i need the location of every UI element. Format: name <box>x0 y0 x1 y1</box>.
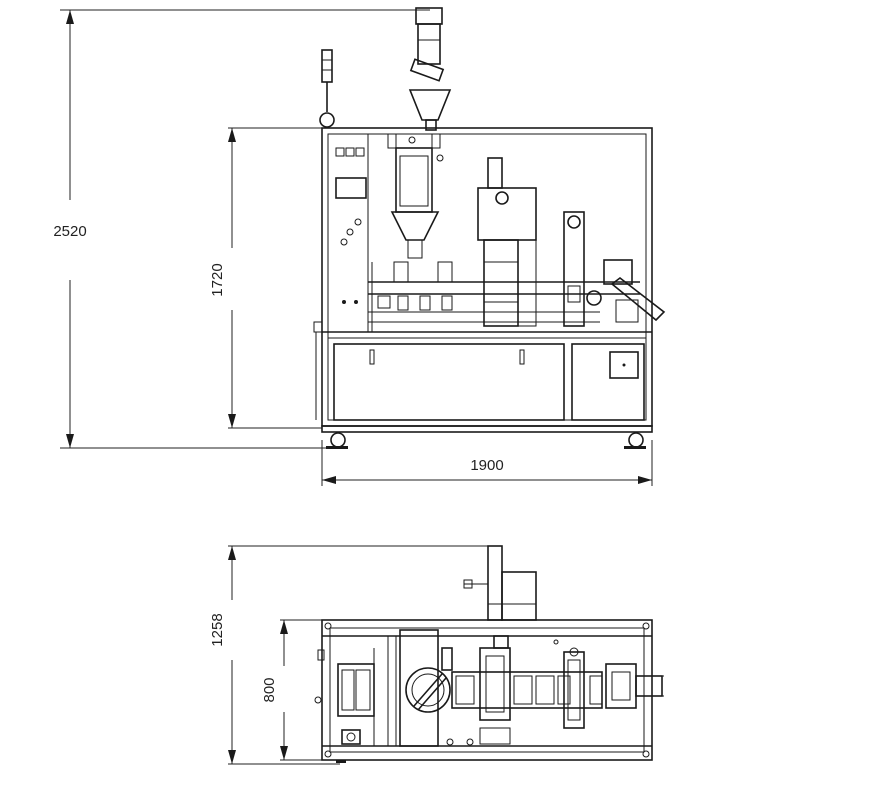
electrical-box <box>609 351 639 379</box>
dimension-label-frame-height: 1720 <box>209 263 226 296</box>
dimension-frame-depth: 800 <box>261 619 322 761</box>
lower-cabinet <box>333 343 645 421</box>
control-panel <box>335 147 367 304</box>
dimension-label-total-height: 2520 <box>53 223 86 240</box>
top-frame <box>321 619 653 761</box>
main-frame <box>313 127 653 427</box>
dimension-label-width: 1900 <box>470 457 503 474</box>
dimension-label-frame-depth: 800 <box>261 677 278 702</box>
top-output <box>605 663 664 709</box>
touch-screen <box>335 177 367 199</box>
signal-tower <box>319 49 335 128</box>
dimension-total-height: 2520 <box>53 9 430 449</box>
top-sealer <box>479 635 511 745</box>
film-station <box>563 211 602 327</box>
casters <box>321 425 653 449</box>
feed-hopper <box>408 7 452 131</box>
dimension-overall-depth: 1258 <box>209 545 500 765</box>
top-misc <box>314 639 559 763</box>
conveyor-track <box>368 261 640 332</box>
dimension-label-overall-depth: 1258 <box>209 613 226 646</box>
top-cup-dropper <box>337 648 375 746</box>
top-view: 1258 800 <box>209 545 664 765</box>
dimension-width: 1900 <box>321 440 653 486</box>
dosing-unit <box>387 133 444 259</box>
dimension-frame-height: 1720 <box>209 127 322 429</box>
front-view: 2520 1720 1900 <box>53 7 666 486</box>
top-film-feed <box>563 647 585 729</box>
top-film-roll <box>463 545 537 621</box>
output-chute <box>603 259 666 323</box>
sealing-station <box>477 157 537 327</box>
top-turntable <box>387 629 453 747</box>
